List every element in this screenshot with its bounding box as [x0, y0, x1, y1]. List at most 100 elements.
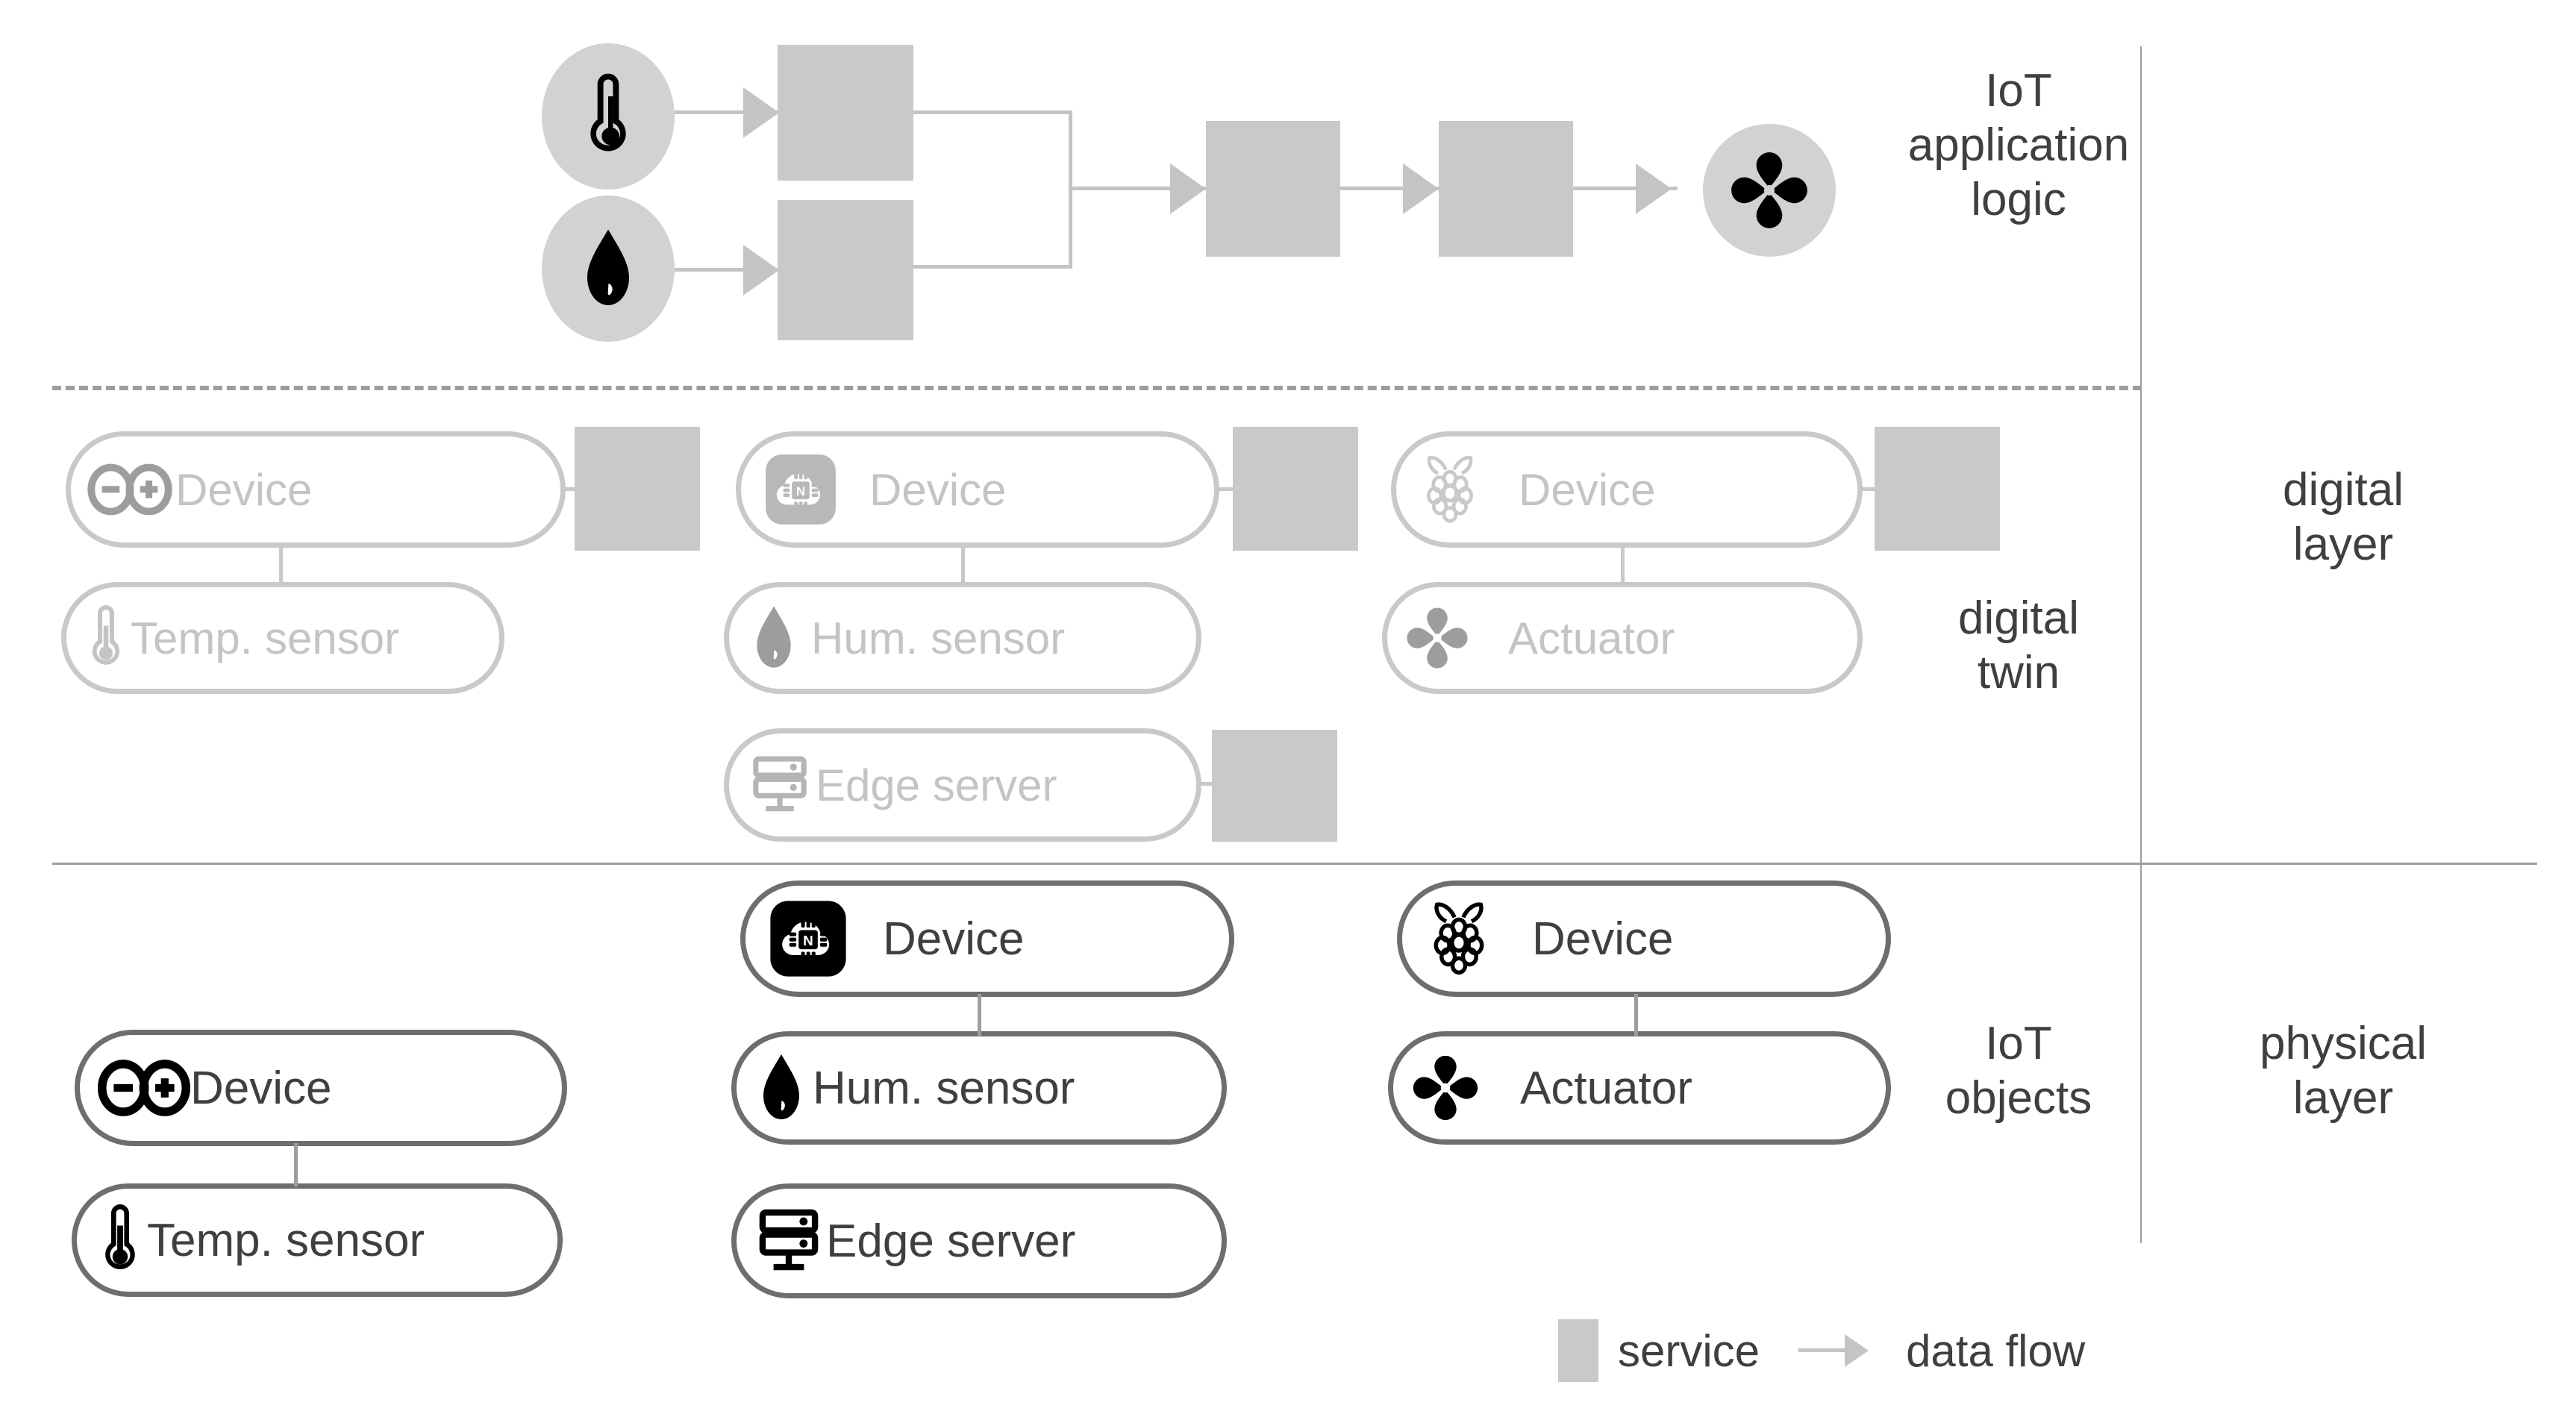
server-icon [748, 752, 811, 818]
server-icon [754, 1205, 823, 1277]
dt-node-device-chip[interactable]: N Device [736, 431, 1219, 548]
thermometer-icon [81, 601, 131, 675]
dataflow-hum-to-service [675, 268, 787, 272]
dt-service-device-arduino[interactable] [575, 427, 700, 551]
merge-line-top [913, 110, 1072, 114]
dt-node-label: Device [869, 464, 1007, 515]
dt-link-edge-service [1198, 782, 1215, 786]
sidelabel-digital-twin: digital twin [1895, 591, 2142, 700]
sidelabel-line: digital [2283, 464, 2404, 516]
ph-node-actuator[interactable]: Actuator [1388, 1031, 1891, 1145]
arrowhead-hum [743, 245, 779, 295]
humidity-source-circle [542, 195, 675, 342]
divider-solid-digital-physical [52, 863, 2537, 865]
chip-cloud-icon: N [768, 898, 848, 979]
dt-link-device-rpi-service [1860, 487, 1878, 491]
sidelabel-line: objects [1945, 1072, 2092, 1124]
sidelabel-line: layer [2292, 1072, 2394, 1124]
arrowhead-merge-out [1170, 163, 1206, 214]
dt-link-arduino-group [279, 545, 283, 585]
dt-node-hum-sensor[interactable]: Hum. sensor [724, 582, 1201, 694]
arduino-infinity-icon [87, 462, 172, 517]
sidelabel-line: logic [1971, 174, 2066, 226]
water-drop-icon [754, 1051, 808, 1125]
arrowhead-actuator [1636, 163, 1672, 214]
svg-text:N: N [803, 933, 813, 949]
legend: service data flow [1558, 1319, 2085, 1382]
ph-node-device-rpi[interactable]: Device [1397, 880, 1891, 997]
ph-node-device-arduino[interactable]: Device [75, 1030, 567, 1146]
ph-node-label: Device [190, 1062, 332, 1114]
fan-icon [1408, 1051, 1483, 1125]
dataflow-merge-to-decide [1340, 187, 1445, 190]
service-box-decide[interactable] [1439, 121, 1573, 257]
dt-service-device-rpi[interactable] [1875, 427, 2000, 551]
dt-node-device-arduino[interactable]: Device [66, 431, 566, 548]
raspberry-pi-icon [1422, 895, 1496, 982]
actuator-sink-circle [1703, 124, 1836, 257]
ph-link-arduino-group [294, 1143, 298, 1186]
ph-node-device-chip[interactable]: N Device [740, 880, 1234, 997]
legend-dataflow-label: data flow [1906, 1325, 2086, 1376]
dt-node-label: Actuator [1508, 613, 1675, 663]
thermometer-icon [93, 1201, 147, 1280]
dataflow-temp-to-service [675, 110, 787, 114]
fan-icon [1402, 603, 1472, 673]
dt-link-device-arduino-service [561, 487, 579, 491]
dt-service-edge-server[interactable] [1212, 730, 1337, 842]
ph-node-label: Hum. sensor [813, 1062, 1075, 1114]
divider-vertical-bottom [2140, 863, 2142, 1243]
dt-node-temp-sensor[interactable]: Temp. sensor [61, 582, 504, 694]
ph-node-label: Temp. sensor [147, 1214, 425, 1266]
sidelabel-line: physical [2260, 1018, 2427, 1069]
water-drop-icon [748, 603, 799, 673]
sidelabel-line: IoT [1985, 1018, 2052, 1069]
service-box-temp[interactable] [778, 45, 913, 181]
ph-node-label: Device [1532, 913, 1674, 965]
dataflow-decide-to-actuator [1573, 187, 1678, 190]
ph-node-label: Actuator [1520, 1062, 1692, 1114]
sidelabel-line: digital [1958, 592, 2079, 644]
dt-node-edge-server[interactable]: Edge server [724, 728, 1201, 842]
ph-link-chip-group [978, 994, 981, 1036]
merge-line-bottom [913, 265, 1072, 269]
temperature-source-circle [542, 43, 675, 190]
dt-node-device-rpi[interactable]: Device [1391, 431, 1863, 548]
sidelabel-iot-application-logic: IoT application logic [1895, 63, 2142, 227]
sidelabel-physical-layer: physical layer [2164, 1016, 2522, 1125]
fan-icon [1731, 152, 1807, 228]
sidelabel-digital-layer: digital layer [2164, 463, 2522, 572]
divider-dashed-applogic-digitaltwin [52, 386, 2142, 390]
sidelabel-line: application [1907, 119, 2130, 172]
ph-node-edge-server[interactable]: Edge server [731, 1183, 1227, 1298]
dt-link-device-chip-service [1216, 487, 1236, 491]
dt-node-label: Edge server [816, 760, 1057, 810]
arrowhead-temp [743, 87, 779, 138]
dt-node-actuator[interactable]: Actuator [1382, 582, 1863, 694]
ph-node-label: Edge server [826, 1215, 1076, 1267]
ph-node-temp-sensor[interactable]: Temp. sensor [72, 1183, 563, 1297]
dt-node-label: Device [1519, 464, 1656, 515]
sidelabel-line: twin [1977, 647, 2060, 699]
ph-node-label: Device [883, 913, 1025, 965]
dt-node-label: Device [175, 464, 313, 515]
chip-cloud-icon: N [763, 452, 838, 527]
service-box-merge[interactable] [1206, 121, 1340, 257]
legend-arrow-shaft [1798, 1348, 1859, 1352]
dt-node-label: Temp. sensor [131, 613, 400, 663]
legend-arrowhead [1845, 1334, 1869, 1367]
sidelabel-line: layer [2292, 519, 2394, 571]
dt-link-rpi-group [1621, 545, 1625, 585]
divider-vertical-top [2140, 46, 2142, 386]
service-box-hum[interactable] [778, 200, 913, 340]
merge-line-out [1069, 187, 1210, 190]
arduino-infinity-icon [97, 1058, 191, 1118]
ph-node-hum-sensor[interactable]: Hum. sensor [731, 1031, 1227, 1145]
arrowhead-decide [1403, 163, 1439, 214]
thermometer-icon [590, 73, 626, 151]
sidelabel-line: IoT [1985, 65, 2052, 116]
dt-node-label: Hum. sensor [811, 613, 1066, 663]
dt-service-device-chip[interactable] [1233, 427, 1358, 551]
divider-vertical-middle [2140, 386, 2142, 863]
